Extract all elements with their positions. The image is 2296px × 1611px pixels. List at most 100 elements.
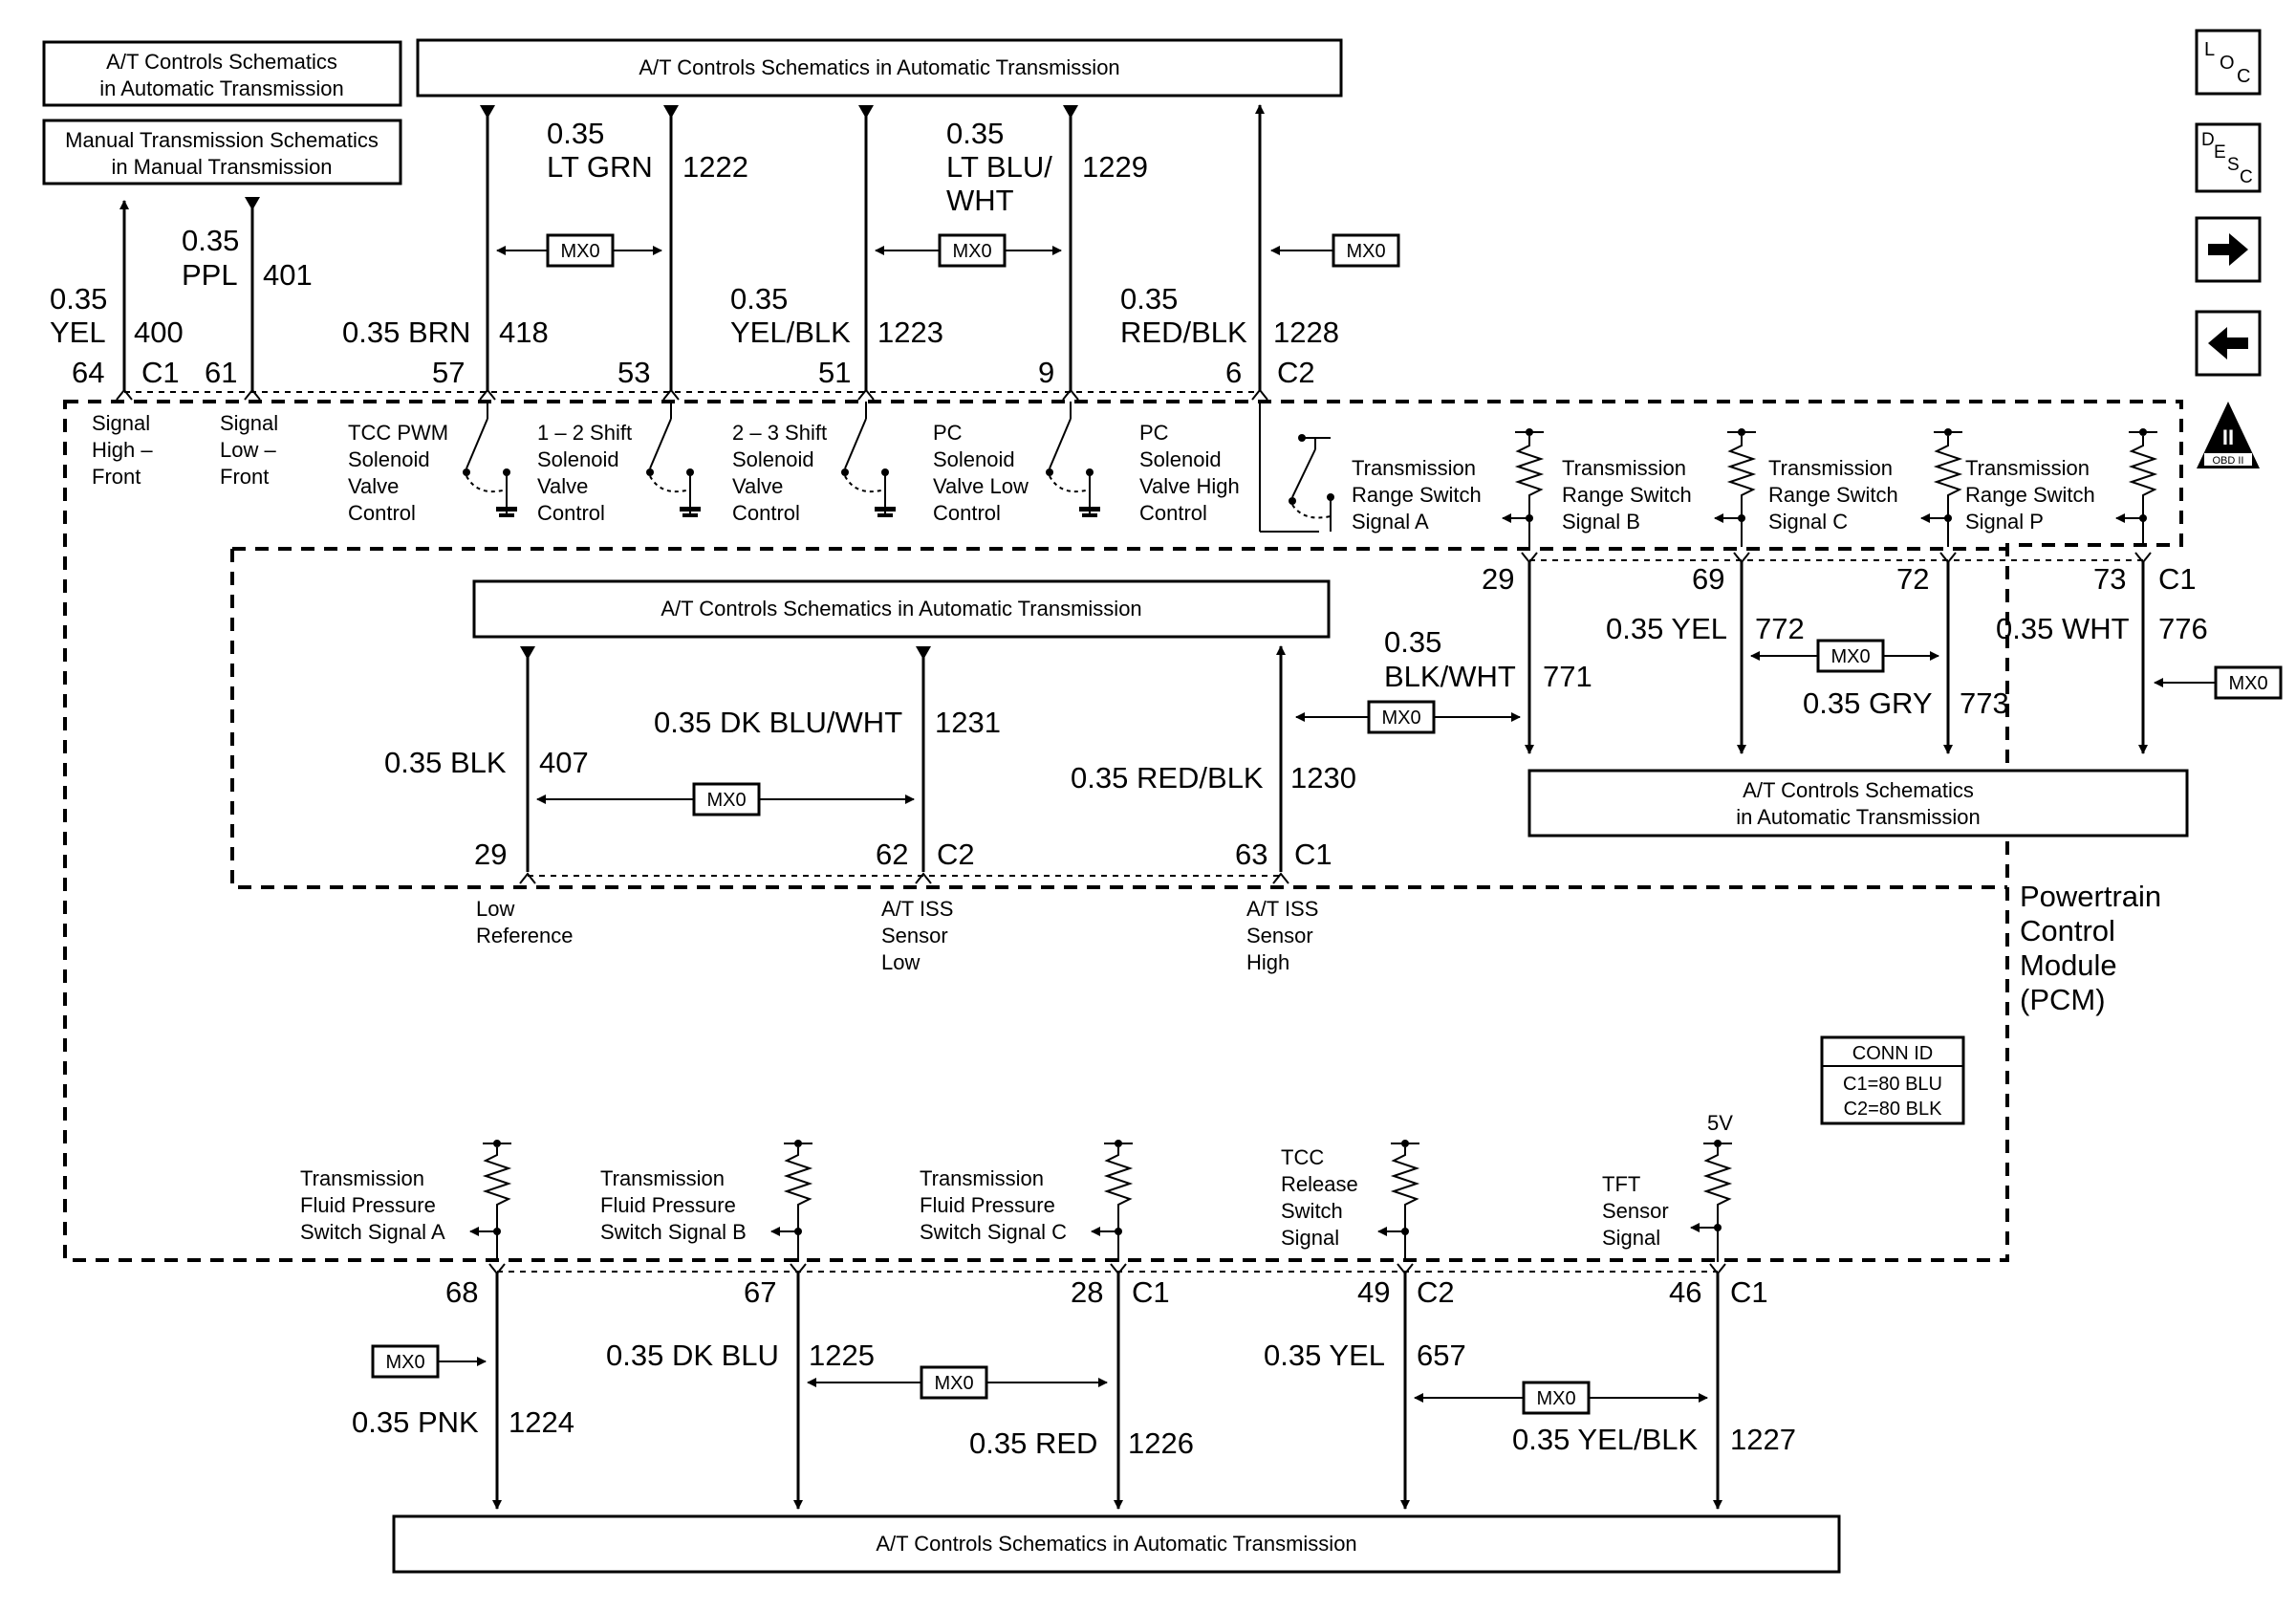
svg-text:1224: 1224: [509, 1405, 574, 1439]
svg-text:1226: 1226: [1128, 1426, 1194, 1460]
svg-text:Solenoid: Solenoid: [537, 447, 619, 471]
wire-418: 0.35 BRN 418 57: [342, 105, 549, 390]
svg-text:401: 401: [263, 258, 313, 292]
svg-text:Signal A: Signal A: [1352, 510, 1429, 533]
svg-text:Valve Low: Valve Low: [933, 474, 1029, 498]
svg-text:C1: C1: [1294, 838, 1332, 871]
svg-text:C2: C2: [1277, 356, 1315, 389]
svg-text:0.35 BRN: 0.35 BRN: [342, 316, 470, 349]
svg-text:776: 776: [2158, 612, 2208, 645]
solenoid-tcc-pwm: TCC PWM Solenoid Valve Control: [348, 402, 517, 525]
svg-text:C: C: [2237, 66, 2250, 87]
svg-text:Valve: Valve: [732, 474, 783, 498]
svg-text:51: 51: [818, 356, 851, 389]
svg-text:Control: Control: [1139, 501, 1207, 525]
svg-text:S: S: [2227, 155, 2240, 175]
desc-icon[interactable]: D E S C: [2195, 122, 2262, 193]
svg-text:MX0: MX0: [934, 1373, 973, 1394]
svg-text:Solenoid: Solenoid: [348, 447, 430, 471]
svg-text:Signal: Signal: [1281, 1226, 1339, 1250]
wire-1231: 0.35 DK BLU/WHT 1231 62 C2 A/T ISS Senso…: [654, 646, 1001, 974]
svg-text:Signal: Signal: [220, 411, 278, 435]
svg-text:Control: Control: [732, 501, 800, 525]
svg-text:A/T Controls Schematics: A/T Controls Schematics: [106, 50, 337, 74]
ref-box-mid-main[interactable]: A/T Controls Schematics in Automatic Tra…: [472, 579, 1331, 639]
mx0-option-772-773: MX0: [1750, 639, 1939, 673]
fluid-pressure-switch-a: Transmission Fluid Pressure Switch Signa…: [300, 1140, 512, 1262]
wire-401: 0.35 PPL 401 61 Signal Low – Front: [182, 197, 313, 489]
svg-text:WHT: WHT: [946, 184, 1014, 217]
ref-box-bottom-main[interactable]: A/T Controls Schematics in Automatic Tra…: [392, 1514, 1841, 1574]
svg-text:C2: C2: [1417, 1275, 1455, 1309]
svg-text:TCC: TCC: [1281, 1145, 1324, 1169]
svg-text:Transmission: Transmission: [300, 1166, 424, 1190]
svg-text:1223: 1223: [877, 316, 943, 349]
svg-text:62: 62: [876, 838, 908, 871]
ref-box-top-left-2[interactable]: Manual Transmission Schematics in Manual…: [42, 119, 402, 185]
svg-text:Control: Control: [933, 501, 1001, 525]
svg-text:407: 407: [539, 746, 589, 779]
svg-text:Range Switch: Range Switch: [1768, 483, 1898, 507]
connector-chevrons-iss: [519, 872, 1289, 884]
svg-text:C: C: [2240, 167, 2253, 187]
svg-text:Low: Low: [881, 950, 920, 974]
svg-text:400: 400: [134, 316, 184, 349]
svg-text:0.35 GRY: 0.35 GRY: [1803, 686, 1933, 720]
svg-text:Valve High: Valve High: [1139, 474, 1240, 498]
conn-id-box: CONN ID C1=80 BLU C2=80 BLK: [1820, 1035, 1965, 1125]
svg-text:1222: 1222: [682, 150, 748, 184]
wire-657: 49 C2 0.35 YEL 657: [1264, 1274, 1466, 1510]
svg-text:0.35 RED/BLK: 0.35 RED/BLK: [1071, 761, 1264, 795]
solenoid-2-3-shift: 2 – 3 Shift Solenoid Valve Control: [732, 402, 896, 525]
wire-776: 73 C1 0.35 WHT 776: [1996, 562, 2208, 754]
wire-771: 29 0.35 BLK/WHT 771: [1384, 562, 1592, 754]
svg-text:Low: Low: [476, 897, 514, 921]
svg-text:MX0: MX0: [1830, 646, 1870, 667]
svg-text:PC: PC: [1139, 421, 1169, 445]
svg-text:C1: C1: [1132, 1275, 1170, 1309]
svg-text:0.35: 0.35: [946, 117, 1004, 150]
svg-text:Valve: Valve: [348, 474, 399, 498]
next-arrow-icon[interactable]: [2195, 216, 2262, 283]
solenoid-pc-high: PC Solenoid Valve High Control: [1139, 402, 1319, 533]
wire-1228: 0.35 RED/BLK 1228 6 C2: [1120, 104, 1339, 390]
ref-box-top-left-1[interactable]: A/T Controls Schematics in Automatic Tra…: [42, 40, 402, 107]
svg-text:2 – 3 Shift: 2 – 3 Shift: [732, 421, 827, 445]
svg-text:II: II: [2222, 425, 2234, 449]
fluid-pressure-switch-c: Transmission Fluid Pressure Switch Signa…: [920, 1140, 1134, 1262]
svg-text:68: 68: [445, 1275, 478, 1309]
svg-text:Range Switch: Range Switch: [1965, 483, 2095, 507]
ref-box-top-main[interactable]: A/T Controls Schematics in Automatic Tra…: [416, 38, 1343, 98]
svg-text:MX0: MX0: [1536, 1388, 1575, 1409]
pcm-outer-boundary: [63, 400, 2183, 1262]
mx0-option-1223-1229: MX0: [875, 233, 1062, 268]
svg-text:C1: C1: [2158, 562, 2197, 596]
tcc-release-switch: TCC Release Switch Signal: [1281, 1140, 1420, 1262]
previous-arrow-icon[interactable]: [2195, 310, 2262, 377]
svg-text:1231: 1231: [935, 706, 1001, 739]
svg-text:72: 72: [1896, 562, 1929, 596]
svg-text:773: 773: [1960, 686, 2009, 720]
svg-text:YEL: YEL: [50, 316, 106, 349]
svg-text:YEL/BLK: YEL/BLK: [730, 316, 851, 349]
svg-text:Transmission: Transmission: [600, 1166, 725, 1190]
svg-text:Low –: Low –: [220, 438, 276, 462]
svg-text:Signal: Signal: [92, 411, 150, 435]
svg-text:Front: Front: [220, 465, 269, 489]
svg-text:L: L: [2204, 39, 2215, 60]
ref-box-mid-right[interactable]: A/T Controls Schematics in Automatic Tra…: [1527, 769, 2189, 838]
loc-icon[interactable]: L O C: [2195, 29, 2262, 96]
svg-text:TFT: TFT: [1602, 1172, 1640, 1196]
svg-text:LT GRN: LT GRN: [547, 150, 653, 184]
svg-text:Fluid Pressure: Fluid Pressure: [300, 1193, 436, 1217]
svg-text:0.35: 0.35: [1120, 282, 1178, 316]
svg-text:LT BLU/: LT BLU/: [946, 150, 1052, 184]
range-switch-signal-c: Transmission Range Switch Signal C: [1768, 428, 1963, 547]
svg-text:63: 63: [1235, 838, 1267, 871]
svg-text:in Automatic Transmission: in Automatic Transmission: [99, 76, 344, 100]
svg-text:61: 61: [205, 356, 237, 389]
svg-text:C1: C1: [1730, 1275, 1768, 1309]
svg-text:0.35 YEL: 0.35 YEL: [1264, 1339, 1385, 1372]
svg-text:C1: C1: [141, 356, 180, 389]
